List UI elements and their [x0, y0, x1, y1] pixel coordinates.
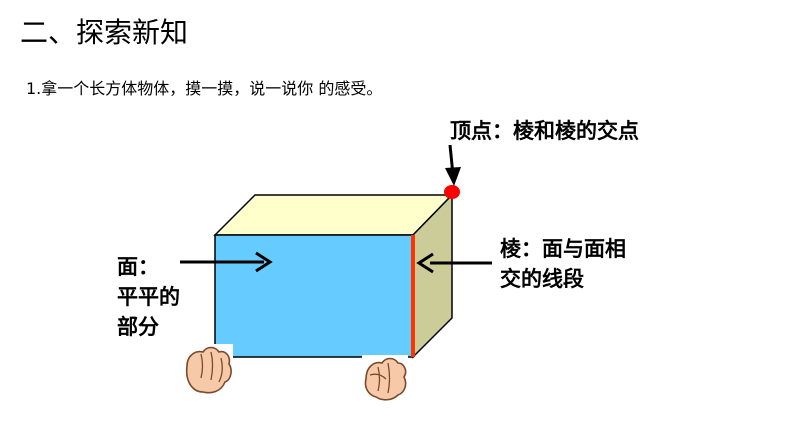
cuboid-front-face	[214, 234, 414, 358]
edge-label: 棱：面与面相 交的线段	[500, 234, 670, 294]
face-label-line2: 平平的	[117, 285, 180, 309]
face-label-line1: 面：	[117, 255, 159, 279]
vertex-label: 顶点：棱和棱的交点	[450, 119, 639, 143]
vertex-arrow	[445, 144, 461, 186]
vertex-dot	[444, 185, 460, 199]
hand-pointing-icon	[362, 355, 408, 403]
edge-label-line1: 棱：面与面相	[500, 237, 626, 261]
edge-arrow	[416, 252, 492, 274]
face-label-line3: 部分	[117, 315, 159, 339]
face-label: 面： 平平的 部分	[117, 252, 197, 342]
instruction-text: 1.拿一个长方体物体，摸一摸，说一说你 的感受。	[26, 79, 383, 98]
section-title: 二、探索新知	[20, 16, 189, 49]
face-arrow	[180, 251, 273, 273]
edge-label-line2: 交的线段	[500, 267, 584, 291]
hand-pointing-icon	[181, 344, 233, 396]
cuboid-top-face	[213, 194, 454, 236]
